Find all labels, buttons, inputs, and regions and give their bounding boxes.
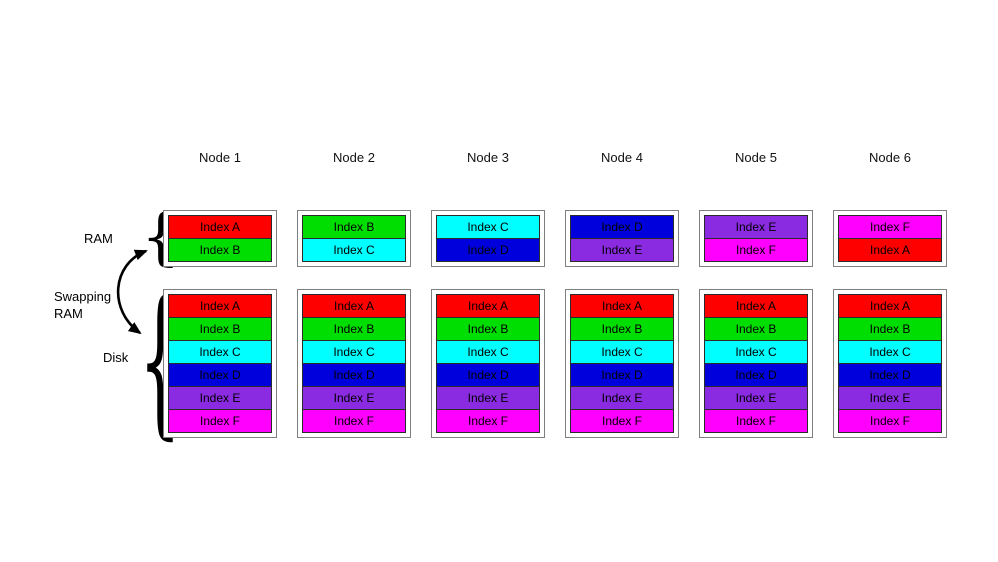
index-bar: Index E	[704, 386, 808, 410]
index-bar: Index E	[436, 386, 540, 410]
index-bar: Index B	[168, 317, 272, 341]
index-bar: Index A	[838, 238, 942, 262]
node-title: Node 4	[601, 150, 643, 165]
index-bar: Index B	[436, 317, 540, 341]
index-bar: Index C	[838, 340, 942, 364]
swap-arrow-icon	[116, 249, 148, 335]
index-bar: Index D	[302, 363, 406, 387]
index-bar: Index D	[436, 238, 540, 262]
index-bar: Index A	[168, 294, 272, 318]
index-bar: Index C	[436, 215, 540, 239]
index-bar: Index A	[838, 294, 942, 318]
index-bar: Index E	[570, 386, 674, 410]
swapping-ram-label-line1: Swapping	[54, 289, 112, 304]
index-bar: Index D	[838, 363, 942, 387]
index-bar: Index F	[570, 409, 674, 433]
index-bar: Index C	[704, 340, 808, 364]
index-bar: Index C	[436, 340, 540, 364]
swapping-ram-label-line2: RAM	[54, 306, 83, 321]
index-bar: Index C	[302, 238, 406, 262]
index-bar: Index C	[168, 340, 272, 364]
index-bar: Index D	[704, 363, 808, 387]
index-bar: Index D	[570, 363, 674, 387]
index-bar: Index B	[704, 317, 808, 341]
index-bar: Index F	[168, 409, 272, 433]
disk-label: Disk	[103, 350, 129, 365]
index-bar: Index E	[570, 238, 674, 262]
index-bar: Index E	[838, 386, 942, 410]
index-bar: Index F	[436, 409, 540, 433]
index-bar: Index B	[302, 215, 406, 239]
index-bar: Index B	[302, 317, 406, 341]
index-bar: Index F	[704, 409, 808, 433]
index-bar: Index E	[302, 386, 406, 410]
node-title: Node 3	[467, 150, 509, 165]
node-title: Node 5	[735, 150, 777, 165]
index-bar: Index D	[570, 215, 674, 239]
node-title: Node 1	[199, 150, 241, 165]
index-bar: Index C	[302, 340, 406, 364]
index-bar: Index F	[302, 409, 406, 433]
index-bar: Index E	[704, 215, 808, 239]
index-bar: Index D	[436, 363, 540, 387]
node-title: Node 6	[869, 150, 911, 165]
index-bar: Index B	[168, 238, 272, 262]
index-bar: Index A	[570, 294, 674, 318]
index-bar: Index F	[704, 238, 808, 262]
index-bar: Index A	[704, 294, 808, 318]
ram-label: RAM	[84, 231, 113, 246]
index-bar: Index B	[570, 317, 674, 341]
index-bar: Index F	[838, 409, 942, 433]
index-bar: Index D	[168, 363, 272, 387]
index-bar: Index A	[168, 215, 272, 239]
swapping-ram-label: Swapping RAM	[54, 288, 111, 322]
index-bar: Index A	[436, 294, 540, 318]
index-bar: Index E	[168, 386, 272, 410]
index-bar: Index F	[838, 215, 942, 239]
index-bar: Index B	[838, 317, 942, 341]
node-title: Node 2	[333, 150, 375, 165]
index-bar: Index C	[570, 340, 674, 364]
index-bar: Index A	[302, 294, 406, 318]
